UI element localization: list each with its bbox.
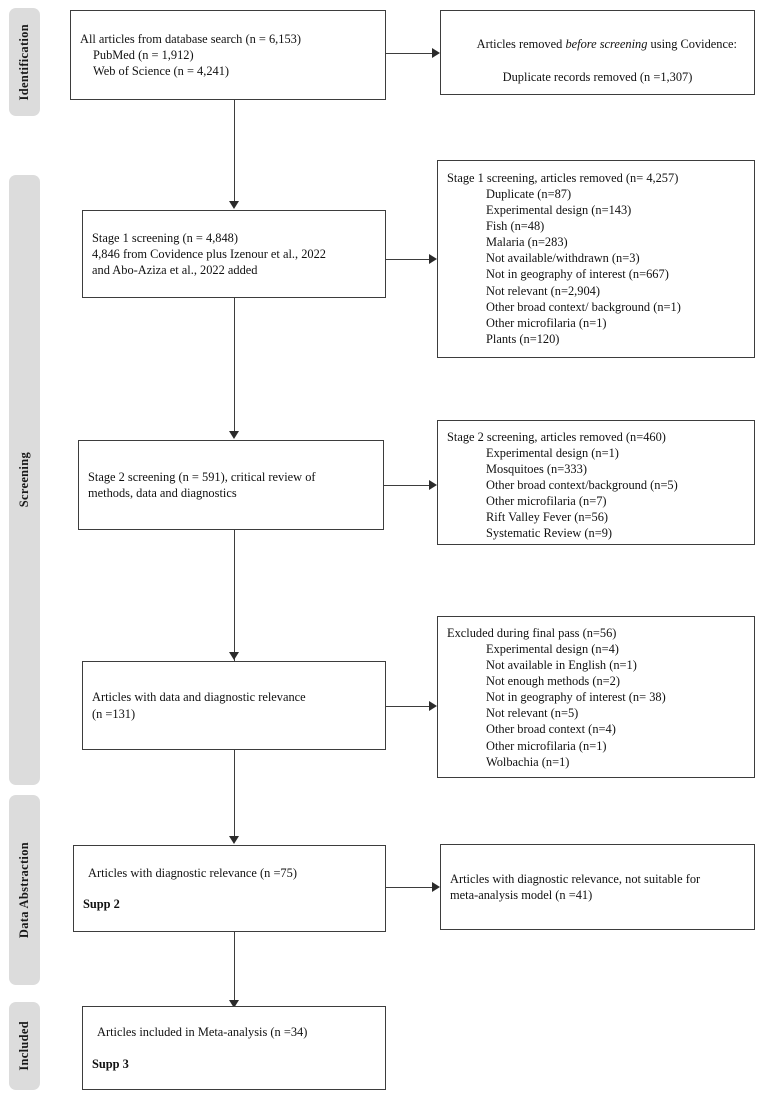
stage2-removed-reasons: Experimental design (n=1) Mosquitoes (n=… bbox=[438, 445, 754, 541]
box-included-main: Articles included in Meta-analysis (n =3… bbox=[82, 1006, 386, 1090]
stage-label-included: Included bbox=[17, 1021, 31, 1071]
box-stage1-main: Stage 1 screening (n = 4,848) 4,846 from… bbox=[82, 210, 386, 298]
included-supp: Supp 3 bbox=[92, 1056, 129, 1071]
box-stage2-main: Stage 2 screening (n = 591), critical re… bbox=[78, 440, 384, 530]
stage-label-identification: Identification bbox=[17, 23, 31, 101]
list-item: Other broad context/ background (n=1) bbox=[486, 299, 681, 314]
diagnostic-not-suitable-line1: Articles with diagnostic relevance, not … bbox=[450, 871, 701, 886]
box-identification-removed: Articles removed before screening using … bbox=[440, 10, 755, 95]
arrowhead-stage1-to-stage2 bbox=[229, 431, 239, 439]
list-item: Systematic Review (n=9) bbox=[486, 526, 613, 541]
list-item: Not enough methods (n=2) bbox=[486, 674, 620, 689]
list-item: Not relevant (n=5) bbox=[486, 706, 579, 721]
list-item: Other microfilaria (n=1) bbox=[486, 315, 607, 330]
stage-label-data-abstraction: Data Abstraction bbox=[17, 841, 31, 939]
arrowhead-identification-to-removed bbox=[432, 48, 440, 58]
final-pass-removed-reasons: Experimental design (n=4) Not available … bbox=[438, 641, 754, 770]
diagnostic-relevance-supp: Supp 2 bbox=[83, 897, 120, 912]
list-item: Not in geography of interest (n= 38) bbox=[486, 690, 666, 705]
arrowhead-stage2-to-removed bbox=[429, 480, 437, 490]
list-item: Experimental design (n=1) bbox=[486, 446, 619, 461]
connector-identification-to-stage1 bbox=[234, 100, 235, 202]
list-item: Mosquitoes (n=333) bbox=[486, 462, 587, 477]
box-final-pass-removed: Excluded during final pass (n=56) Experi… bbox=[437, 616, 755, 778]
list-item: Not in geography of interest (n=667) bbox=[486, 267, 669, 282]
box-data-relevance-main: Articles with data and diagnostic releva… bbox=[82, 661, 386, 750]
included-line1: Articles included in Meta-analysis (n =3… bbox=[97, 1025, 308, 1040]
stage-bar-data-abstraction: Data Abstraction bbox=[9, 795, 40, 985]
connector-diagnostic-to-included bbox=[234, 932, 235, 1004]
arrowhead-diagnostic-to-included bbox=[229, 1000, 239, 1008]
list-item: Not available in English (n=1) bbox=[486, 658, 637, 673]
arrowhead-data-relevance-to-excluded bbox=[429, 701, 437, 711]
identification-removed-line2: Duplicate records removed (n =1,307) bbox=[502, 69, 693, 84]
identification-removed-line1-italic: before screening bbox=[565, 37, 648, 52]
connector-stage1-to-stage2 bbox=[234, 298, 235, 432]
connector-data-relevance-to-excluded bbox=[386, 706, 431, 707]
arrowhead-data-relevance-to-diagnostic bbox=[229, 836, 239, 844]
box-diagnostic-not-suitable: Articles with diagnostic relevance, not … bbox=[440, 844, 755, 930]
connector-stage1-to-removed bbox=[386, 259, 431, 260]
box-diagnostic-relevance-main: Articles with diagnostic relevance (n =7… bbox=[73, 845, 386, 932]
box-stage2-removed: Stage 2 screening, articles removed (n=4… bbox=[437, 420, 755, 545]
data-relevance-line1: Articles with data and diagnostic releva… bbox=[92, 690, 306, 705]
arrowhead-stage2-to-data-relevance bbox=[229, 652, 239, 660]
identification-removed-line1-pre: Articles removed bbox=[476, 37, 566, 52]
connector-data-relevance-to-diagnostic bbox=[234, 750, 235, 837]
stage1-line3: and Abo-Aziza et al., 2022 added bbox=[92, 263, 258, 278]
final-pass-removed-heading: Excluded during final pass (n=56) bbox=[447, 626, 617, 640]
list-item: Experimental design (n=143) bbox=[486, 203, 632, 218]
list-item: Fish (n=48) bbox=[486, 219, 545, 234]
stage-bar-included: Included bbox=[9, 1002, 40, 1090]
data-relevance-line2: (n =131) bbox=[92, 706, 136, 721]
stage1-removed-reasons: Duplicate (n=87) Experimental design (n=… bbox=[438, 186, 754, 347]
list-item: Other broad context (n=4) bbox=[486, 722, 616, 737]
connector-diagnostic-to-not-suitable bbox=[386, 887, 434, 888]
arrowhead-stage1-to-removed bbox=[429, 254, 437, 264]
stage-bar-identification: Identification bbox=[9, 8, 40, 116]
list-item: Rift Valley Fever (n=56) bbox=[486, 510, 609, 525]
identification-removed-line1-post: using Covidence: bbox=[647, 37, 737, 52]
identification-line2: PubMed (n = 1,912) bbox=[93, 47, 194, 62]
list-item: Other broad context/background (n=5) bbox=[486, 478, 678, 493]
list-item: Other microfilaria (n=7) bbox=[486, 494, 607, 509]
identification-removed-line1: Articles removed before screening using … bbox=[441, 20, 754, 68]
list-item: Plants (n=120) bbox=[486, 331, 560, 346]
identification-line3: Web of Science (n = 4,241) bbox=[93, 64, 230, 79]
list-item: Malaria (n=283) bbox=[486, 235, 568, 250]
list-item: Wolbachia (n=1) bbox=[486, 754, 570, 769]
connector-identification-to-removed bbox=[386, 53, 434, 54]
stage2-removed-heading: Stage 2 screening, articles removed (n=4… bbox=[447, 430, 666, 444]
list-item: Experimental design (n=4) bbox=[486, 642, 619, 657]
list-item: Not relevant (n=2,904) bbox=[486, 283, 600, 298]
stage2-line2: methods, data and diagnostics bbox=[88, 486, 237, 500]
list-item: Not available/withdrawn (n=3) bbox=[486, 251, 640, 266]
box-identification-main: All articles from database search (n = 6… bbox=[70, 10, 386, 100]
box-stage1-removed: Stage 1 screening, articles removed (n= … bbox=[437, 160, 755, 358]
arrowhead-identification-to-stage1 bbox=[229, 201, 239, 209]
connector-stage2-to-removed bbox=[384, 485, 431, 486]
diagnostic-relevance-line1: Articles with diagnostic relevance (n =7… bbox=[88, 865, 297, 880]
arrowhead-diagnostic-to-not-suitable bbox=[432, 882, 440, 892]
list-item: Other microfilaria (n=1) bbox=[486, 738, 607, 753]
connector-stage2-to-data-relevance bbox=[234, 530, 235, 683]
stage2-line1: Stage 2 screening (n = 591), critical re… bbox=[88, 469, 316, 484]
identification-line1: All articles from database search (n = 6… bbox=[80, 31, 301, 46]
stage-bar-screening: Screening bbox=[9, 175, 40, 785]
stage1-removed-heading: Stage 1 screening, articles removed (n= … bbox=[447, 171, 679, 185]
diagnostic-not-suitable-line2: meta-analysis model (n =41) bbox=[450, 888, 593, 902]
stage-label-screening: Screening bbox=[17, 452, 31, 508]
list-item: Duplicate (n=87) bbox=[486, 187, 572, 202]
stage1-line2: 4,846 from Covidence plus Izenour et al.… bbox=[92, 246, 326, 261]
stage1-line1: Stage 1 screening (n = 4,848) bbox=[92, 230, 239, 245]
